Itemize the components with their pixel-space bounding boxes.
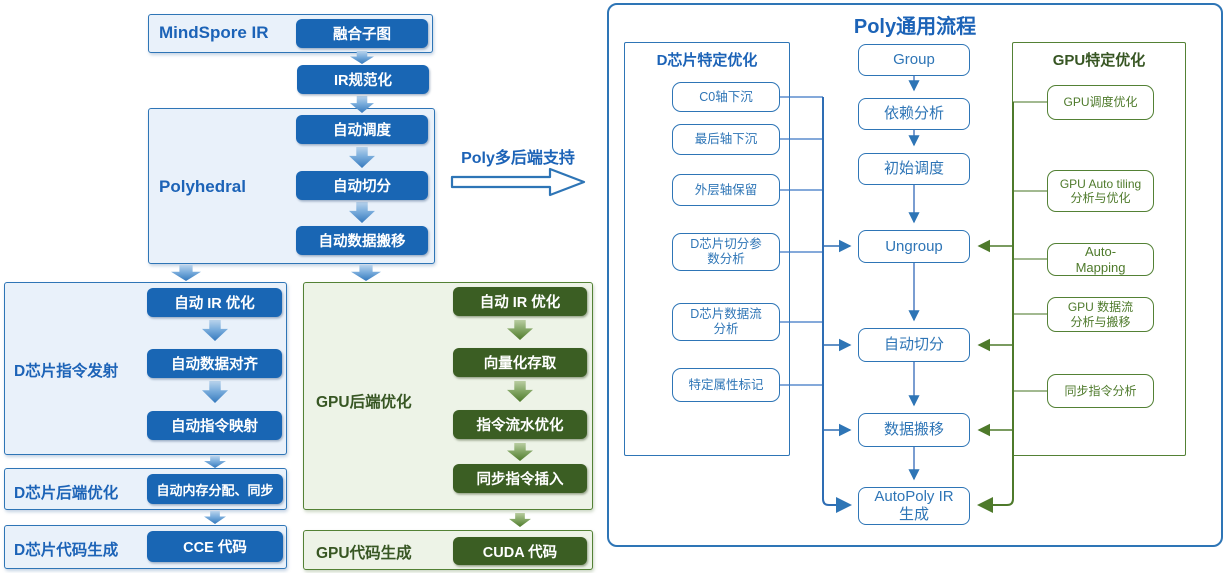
sync-instr-analysis-box: 同步指令分析 (1047, 374, 1154, 408)
autopoly-ir-gen-box: AutoPoly IR 生成 (858, 487, 970, 525)
auto-data-move-box: 自动数据搬移 (296, 226, 428, 255)
mem-alloc-sync-box: 自动内存分配、同步 (147, 474, 283, 504)
fusion-subgraph-box: 融合子图 (296, 19, 428, 48)
auto-data-align-box: 自动数据对齐 (147, 349, 282, 378)
gpu-backend-label: GPU后端优化 (316, 394, 412, 411)
ungroup-box: Ungroup (858, 230, 970, 263)
gpu-schedule-opt-box: GPU调度优化 (1047, 85, 1154, 120)
d-emit-label: D芯片指令发射 (14, 363, 119, 380)
auto-tiling-flow-box: 自动切分 (858, 328, 970, 362)
polyhedral-label: Polyhedral (159, 177, 246, 196)
down-arrow (204, 511, 226, 524)
poly-flow-title: Poly通用流程 (853, 16, 977, 38)
down-arrow (171, 265, 201, 281)
auto-instr-map-box: 自动指令映射 (147, 411, 282, 440)
specific-attr-mark-box: 特定属性标记 (672, 368, 780, 402)
auto-tiling-box: 自动切分 (296, 171, 428, 200)
gpu-auto-ir-opt-box: 自动 IR 优化 (453, 287, 587, 316)
last-axis-sink-box: 最后轴下沉 (672, 124, 780, 155)
gpu-specific-header: GPU特定优化 (1052, 52, 1146, 69)
cce-code-box: CCE 代码 (147, 531, 283, 562)
down-arrow (509, 513, 531, 527)
auto-mapping-box: Auto- Mapping (1047, 243, 1154, 276)
right-block-arrow (450, 167, 586, 197)
dependency-analysis-box: 依赖分析 (858, 98, 970, 130)
d-backend-label: D芯片后端优化 (14, 485, 119, 502)
ir-normalize-box: IR规范化 (297, 65, 429, 94)
d-dataflow-analysis-box: D芯片数据流 分析 (672, 303, 780, 341)
down-arrow (351, 265, 381, 281)
c0-axis-sink-box: C0轴下沉 (672, 82, 780, 112)
mindspore-ir-label: MindSpore IR (159, 23, 269, 42)
vectorized-access-box: 向量化存取 (453, 348, 587, 377)
sync-instr-insert-box: 同步指令插入 (453, 464, 587, 493)
d-tiling-param-analysis-box: D芯片切分参 数分析 (672, 233, 780, 271)
group-box: Group (858, 44, 970, 76)
down-arrow (204, 456, 226, 468)
gpu-codegen-label: GPU代码生成 (316, 545, 412, 562)
multi-backend-label: Poly多后端支持 (461, 150, 575, 167)
cuda-code-box: CUDA 代码 (453, 537, 587, 565)
outer-axis-keep-box: 外层轴保留 (672, 174, 780, 206)
auto-schedule-box: 自动调度 (296, 115, 428, 144)
gpu-auto-tiling-box: GPU Auto tiling 分析与优化 (1047, 170, 1154, 212)
d-codegen-label: D芯片代码生成 (14, 542, 119, 559)
auto-ir-opt-box: 自动 IR 优化 (147, 288, 282, 317)
d-specific-header: D芯片特定优化 (656, 52, 758, 69)
instr-pipeline-opt-box: 指令流水优化 (453, 410, 587, 439)
data-move-flow-box: 数据搬移 (858, 413, 970, 447)
initial-schedule-box: 初始调度 (858, 153, 970, 185)
gpu-dataflow-move-box: GPU 数据流 分析与搬移 (1047, 297, 1154, 332)
